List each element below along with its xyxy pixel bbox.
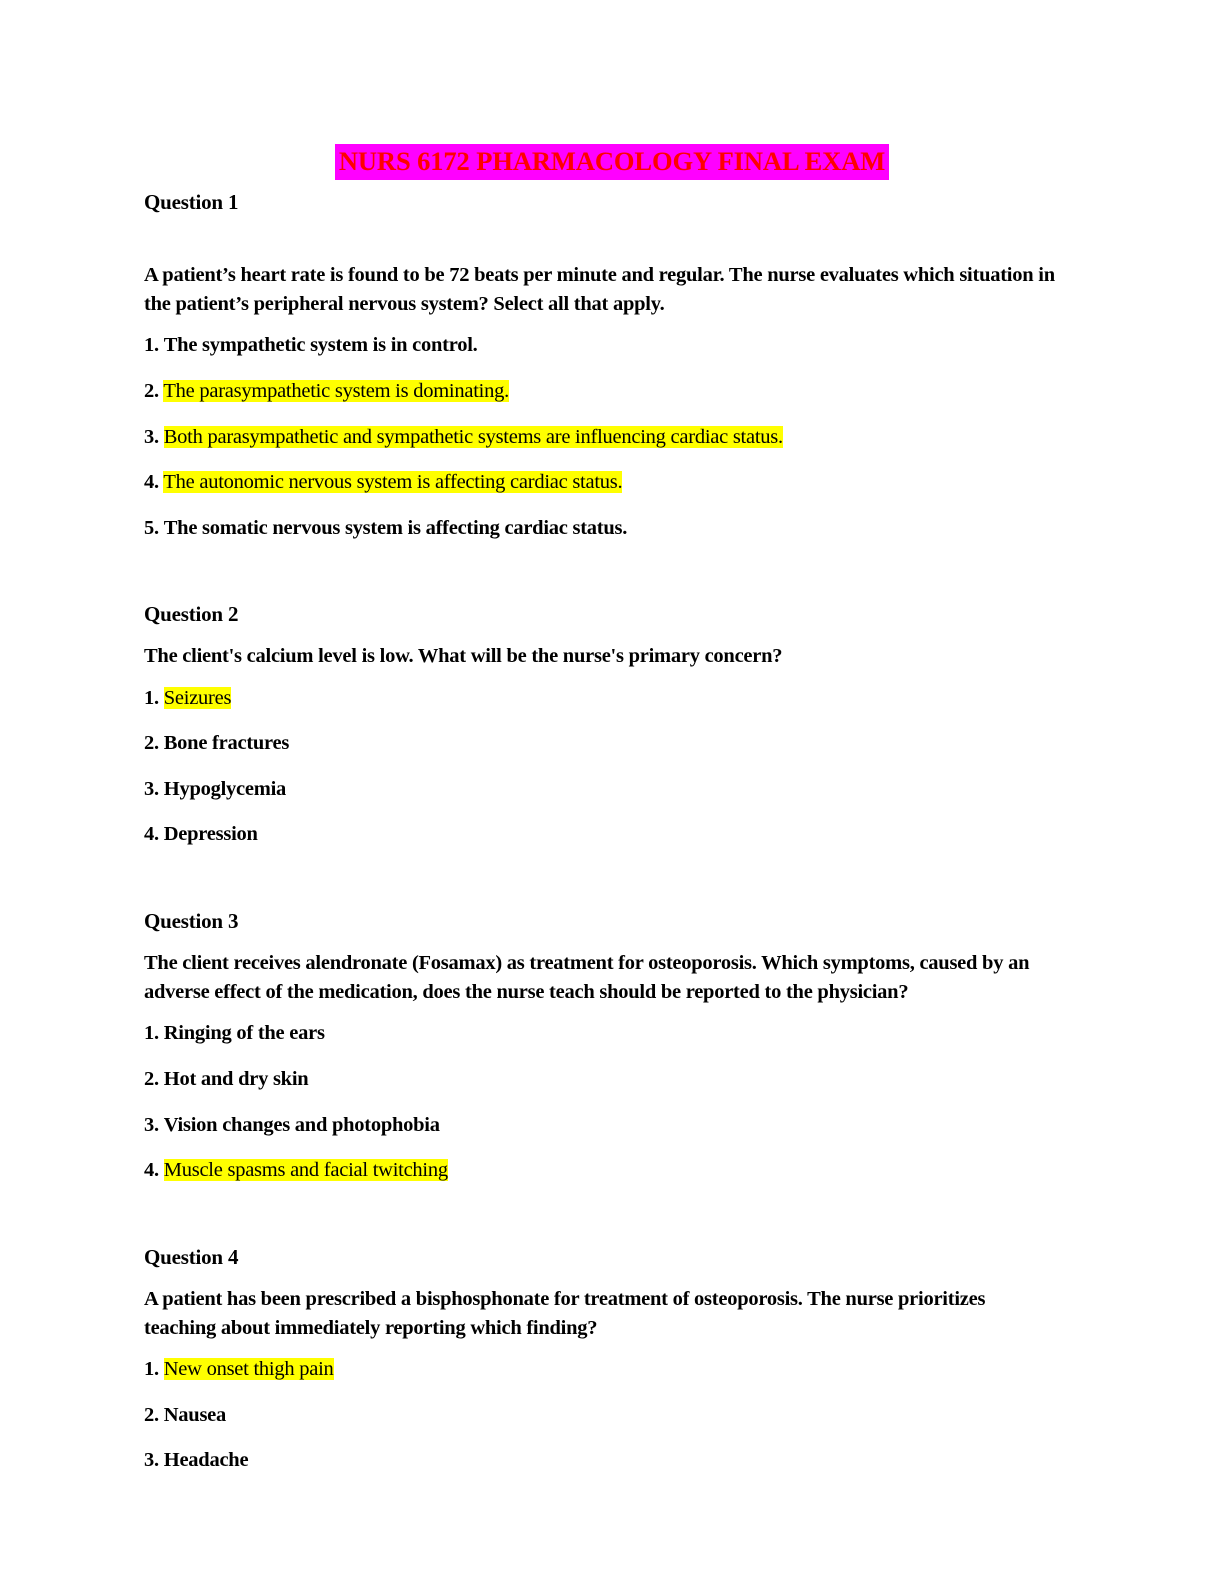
answer-option-label: Nausea: [163, 1403, 227, 1426]
exam-content: Question 1 A patient’s heart rate is fou…: [144, 190, 1059, 1473]
question-block-1: Question 1 A patient’s heart rate is fou…: [144, 190, 1059, 540]
answer-option[interactable]: 3. Vision changes and photophobia: [144, 1113, 1059, 1138]
answer-option-number: 3.: [144, 1113, 159, 1136]
section-divider: [144, 540, 1059, 602]
question-prompt: A patient’s heart rate is found to be 72…: [144, 264, 1055, 316]
answer-option-label: Hypoglycemia: [163, 777, 287, 800]
answer-option-number: 4.: [144, 823, 159, 846]
answer-option-label: Seizures: [163, 686, 232, 709]
answer-option[interactable]: 1. Seizures: [144, 686, 1059, 711]
question-block-4: Question 4 A patient has been prescribed…: [144, 1245, 1059, 1473]
answer-option-number: 2.: [144, 1403, 159, 1426]
answer-option[interactable]: 1. New onset thigh pain: [144, 1357, 1059, 1382]
answer-option-label: The sympathetic system is in control.: [163, 334, 478, 357]
answer-option[interactable]: 4. The autonomic nervous system is affec…: [144, 470, 1059, 495]
answer-option[interactable]: 2. The parasympathetic system is dominat…: [144, 379, 1059, 404]
answer-option[interactable]: 5. The somatic nervous system is affecti…: [144, 516, 1059, 541]
question-prompt: The client's calcium level is low. What …: [144, 645, 783, 668]
answer-option-number: 4.: [144, 1159, 159, 1182]
answer-option[interactable]: 4. Muscle spasms and facial twitching: [144, 1158, 1059, 1183]
answer-option-label: The somatic nervous system is affecting …: [163, 516, 628, 539]
answer-option-number: 2.: [144, 732, 159, 755]
answer-option-number: 1.: [144, 1022, 159, 1045]
question-heading: Question 3: [144, 908, 239, 933]
answer-option-label: New onset thigh pain: [163, 1358, 334, 1381]
section-divider: [144, 1183, 1059, 1245]
page-title: NURS 6172 PHARMACOLOGY FINAL EXAM: [334, 144, 890, 180]
answer-option-label: Both parasympathetic and sympathetic sys…: [163, 425, 783, 448]
answer-option-number: 2.: [144, 379, 159, 402]
answer-option[interactable]: 2. Nausea: [144, 1403, 1059, 1428]
answer-option-label: Ringing of the ears: [163, 1022, 325, 1045]
answer-option[interactable]: 3. Hypoglycemia: [144, 777, 1059, 802]
answer-option[interactable]: 1. Ringing of the ears: [144, 1021, 1059, 1046]
answer-option-number: 4.: [144, 471, 159, 494]
answer-option-label: The autonomic nervous system is affectin…: [163, 471, 623, 494]
answer-option-label: Muscle spasms and facial twitching: [163, 1159, 448, 1182]
question-prompt: The client receives alendronate (Fosamax…: [144, 952, 1030, 1004]
question-block-2: Question 2 The client's calcium level is…: [144, 602, 1059, 847]
question-heading: Question 1: [144, 190, 239, 214]
answer-option-number: 1.: [144, 686, 159, 709]
question-heading: Question 4: [144, 1244, 239, 1269]
answer-option[interactable]: 2. Bone fractures: [144, 731, 1059, 756]
answer-option[interactable]: 1. The sympathetic system is in control.: [144, 333, 1059, 358]
answer-option[interactable]: 4. Depression: [144, 822, 1059, 847]
answer-option-number: 5.: [144, 516, 159, 539]
answer-option[interactable]: 3. Both parasympathetic and sympathetic …: [144, 425, 1059, 450]
answer-option-number: 3.: [144, 425, 159, 448]
document-title-row: NURS 6172 PHARMACOLOGY FINAL EXAM: [0, 144, 1224, 180]
answer-option-number: 3.: [144, 1449, 159, 1472]
answer-option-label: Bone fractures: [163, 732, 290, 755]
answer-option[interactable]: 2. Hot and dry skin: [144, 1067, 1059, 1092]
answer-option-label: Vision changes and photophobia: [163, 1113, 440, 1136]
question-heading: Question 2: [144, 602, 239, 627]
answer-option-number: 3.: [144, 777, 159, 800]
answer-option-label: The parasympathetic system is dominating…: [163, 379, 509, 402]
answer-option-label: Headache: [163, 1449, 249, 1472]
question-prompt: A patient has been prescribed a bisphosp…: [144, 1287, 986, 1339]
answer-option-label: Hot and dry skin: [163, 1067, 309, 1090]
answer-option[interactable]: 3. Headache: [144, 1448, 1059, 1473]
question-block-3: Question 3 The client receives alendrona…: [144, 909, 1059, 1183]
answer-option-number: 1.: [144, 1358, 159, 1381]
answer-option-number: 2.: [144, 1067, 159, 1090]
answer-option-label: Depression: [163, 823, 258, 846]
section-divider: [144, 847, 1059, 909]
answer-option-number: 1.: [144, 334, 159, 357]
